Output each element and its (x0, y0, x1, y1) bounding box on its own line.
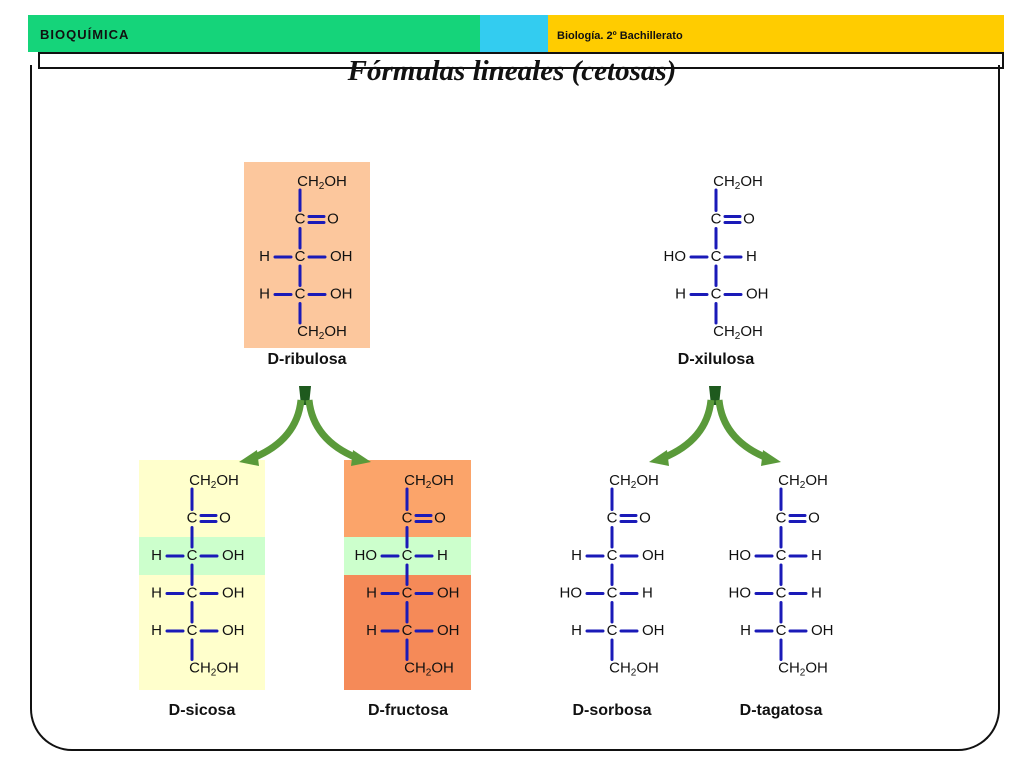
chiral-carbon: C (607, 622, 618, 639)
chiral-carbon: C (607, 547, 618, 564)
carbonyl-oxygen: O (434, 509, 446, 526)
left-substituent: H (675, 285, 686, 302)
left-substituent: H (571, 622, 582, 639)
ch2oh-top: CH2OH (778, 472, 828, 491)
chiral-carbon: C (187, 547, 198, 564)
ch2oh-bottom: CH2OH (404, 659, 454, 678)
left-substituent: HO (664, 248, 687, 265)
right-substituent: OH (746, 285, 769, 302)
carbonyl-carbon: C (402, 509, 413, 526)
arrow-xilulosa-split (649, 386, 781, 466)
chiral-carbon: C (776, 584, 787, 601)
right-substituent: OH (437, 584, 460, 601)
label-d-xilulosa: D-xilulosa (677, 351, 755, 368)
carbonyl-carbon: C (187, 509, 198, 526)
carbonyl-oxygen: O (327, 210, 339, 227)
ch2oh-top: CH2OH (713, 173, 763, 192)
header-underline-box (38, 52, 1004, 69)
ch2oh-bottom: CH2OH (189, 659, 239, 678)
chiral-carbon: C (776, 622, 787, 639)
chiral-carbon: C (711, 285, 722, 302)
left-substituent: HO (729, 547, 752, 564)
right-substituent: OH (811, 622, 834, 639)
ch2oh-top: CH2OH (297, 173, 347, 192)
carbonyl-oxygen: O (219, 509, 231, 526)
chiral-carbon: C (295, 285, 306, 302)
right-substituent: OH (642, 547, 665, 564)
left-substituent: HO (729, 584, 752, 601)
right-substituent: OH (222, 547, 245, 564)
ch2oh-bottom: CH2OH (609, 659, 659, 678)
right-substituent: H (746, 248, 757, 265)
right-substituent: H (811, 547, 822, 564)
slide-frame (30, 65, 1000, 751)
ch2oh-bottom: CH2OH (778, 659, 828, 678)
carbonyl-oxygen: O (743, 210, 755, 227)
chiral-carbon: C (295, 248, 306, 265)
carbonyl-oxygen: O (808, 509, 820, 526)
header-green-bar (28, 15, 480, 52)
ch2oh-bottom: CH2OH (713, 323, 763, 342)
header-yellow-bar (548, 15, 1004, 52)
right-substituent: OH (437, 622, 460, 639)
right-substituent: H (437, 547, 448, 564)
carbonyl-carbon: C (607, 509, 618, 526)
left-substituent: HO (355, 547, 378, 564)
right-substituent: H (811, 584, 822, 601)
left-substituent: H (571, 547, 582, 564)
chiral-carbon: C (402, 584, 413, 601)
left-substituent: H (151, 584, 162, 601)
sicosa-highlight (139, 460, 265, 690)
header-subject: BIOQUÍMICA (40, 27, 130, 42)
ch2oh-top: CH2OH (404, 472, 454, 491)
right-substituent: OH (222, 584, 245, 601)
right-substituent: H (642, 584, 653, 601)
ribulosa-highlight (244, 162, 370, 348)
label-d-ribulosa: D-ribulosa (267, 351, 347, 368)
chiral-carbon: C (187, 622, 198, 639)
chiral-carbon: C (776, 547, 787, 564)
left-substituent: H (740, 622, 751, 639)
header-course: Biología. 2º Bachillerato (557, 30, 683, 42)
label-d-sorbosa: D-sorbosa (572, 702, 652, 719)
right-substituent: OH (330, 285, 353, 302)
carbonyl-oxygen: O (639, 509, 651, 526)
chiral-carbon: C (402, 547, 413, 564)
chiral-carbon: C (187, 584, 198, 601)
label-d-fructosa: D-fructosa (367, 702, 448, 719)
left-substituent: H (151, 622, 162, 639)
left-substituent: H (259, 285, 270, 302)
label-d-sicosa: D-sicosa (168, 702, 236, 719)
carbonyl-carbon: C (711, 210, 722, 227)
slide-title: Fórmulas lineales (cetosas) (347, 55, 677, 87)
left-substituent: H (151, 547, 162, 564)
left-substituent: H (366, 622, 377, 639)
carbonyl-carbon: C (776, 509, 787, 526)
chiral-carbon: C (711, 248, 722, 265)
label-d-tagatosa: D-tagatosa (739, 702, 823, 719)
arrow-ribulosa-split (239, 386, 371, 466)
right-substituent: OH (642, 622, 665, 639)
chiral-carbon: C (402, 622, 413, 639)
carbonyl-carbon: C (295, 210, 306, 227)
chiral-carbon: C (607, 584, 618, 601)
right-substituent: OH (222, 622, 245, 639)
header-blue-bar (480, 15, 548, 52)
left-substituent: H (366, 584, 377, 601)
ch2oh-top: CH2OH (189, 472, 239, 491)
fructosa-bottom-highlight (344, 575, 471, 690)
left-substituent: H (259, 248, 270, 265)
ch2oh-bottom: CH2OH (297, 323, 347, 342)
left-substituent: HO (560, 584, 583, 601)
right-substituent: OH (330, 248, 353, 265)
ch2oh-top: CH2OH (609, 472, 659, 491)
